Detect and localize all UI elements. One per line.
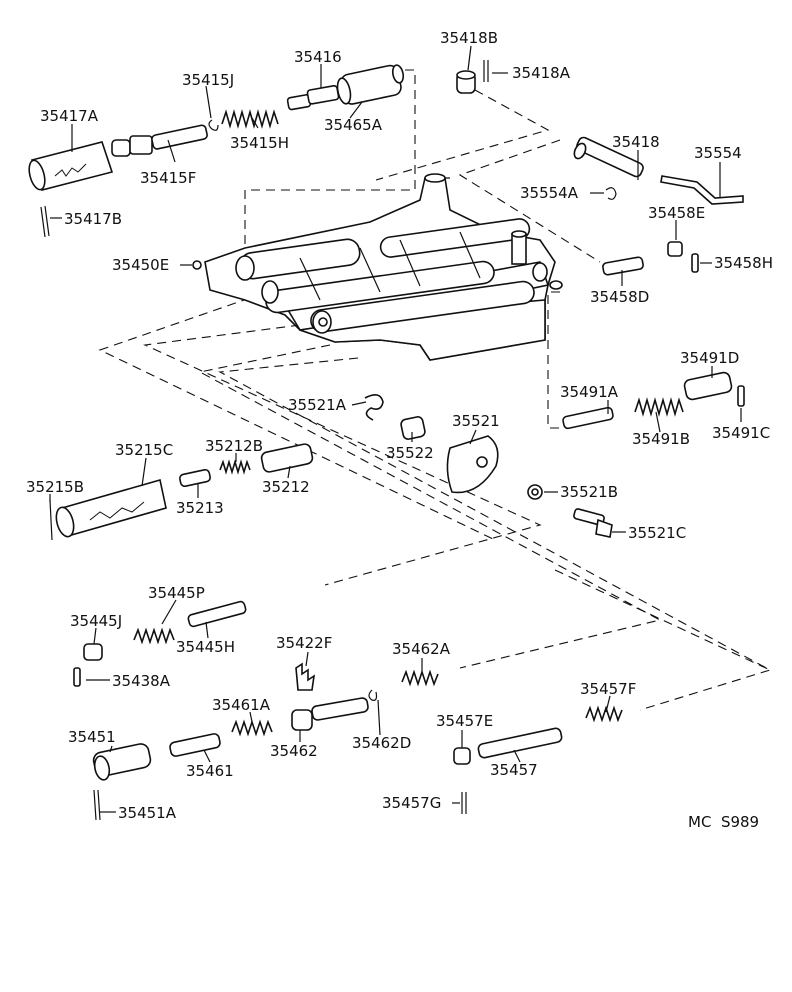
part-35212-valve (260, 443, 314, 473)
part-35461A-spring (231, 719, 273, 737)
label-35445P: 35445P (148, 584, 205, 602)
label-35415J: 35415J (182, 71, 234, 89)
label-35422F: 35422F (276, 634, 332, 652)
label-35415H: 35415H (230, 134, 289, 152)
part-35415F-valve (111, 124, 208, 157)
part-35521-plate (446, 435, 499, 494)
part-35457F-spring (585, 705, 623, 723)
part-35465A-plunger (336, 64, 405, 105)
label-35461: 35461 (186, 762, 234, 780)
label-35521B: 35521B (560, 483, 618, 501)
part-35458D-valve (602, 256, 644, 276)
part-35418B-plug (456, 70, 476, 94)
label-35418B: 35418B (440, 29, 498, 47)
part-35521B-washer (527, 484, 543, 500)
label-35491B: 35491B (632, 430, 690, 448)
label-35450E: 35450E (112, 256, 169, 274)
label-35415F: 35415F (140, 169, 196, 187)
part-35445H-valve (187, 600, 247, 628)
label-35521C: 35521C (628, 524, 686, 542)
leader-lines (49, 45, 742, 813)
part-35522-plug (400, 416, 426, 440)
part-35445J-plug (83, 643, 103, 661)
valve-body (204, 173, 563, 361)
part-35491C-pin (737, 385, 745, 407)
part-35215C-sleeve (55, 478, 167, 538)
part-35491B-spring (634, 397, 684, 417)
part-35462-valve (311, 697, 369, 721)
part-35417B-pin (40, 205, 50, 238)
label-35418: 35418 (612, 133, 660, 151)
label-35416: 35416 (294, 48, 342, 66)
part-35445P-spring (133, 627, 175, 645)
part-35417A-sleeve (28, 141, 114, 191)
label-35458E: 35458E (648, 204, 705, 222)
label-35465A: 35465A (324, 116, 383, 134)
part-35461-valve (169, 733, 221, 757)
label-35554: 35554 (694, 144, 742, 162)
label-35438A: 35438A (112, 672, 171, 690)
label-35458D: 35458D (590, 288, 649, 306)
part-35462-plug (291, 709, 313, 731)
label-35418A: 35418A (512, 64, 571, 82)
label-35445J: 35445J (70, 612, 122, 630)
part-35418A-pin (483, 60, 489, 82)
label-35462D: 35462D (352, 734, 411, 752)
dashed-reference-lines (98, 69, 772, 711)
label-35212B: 35212B (205, 437, 263, 455)
part-35451A-pin (93, 789, 101, 821)
label-35417A: 35417A (40, 107, 99, 125)
label-35462A: 35462A (392, 640, 451, 658)
label-35451: 35451 (68, 728, 116, 746)
part-35491D-plunger (683, 371, 733, 401)
label-35212: 35212 (262, 478, 310, 496)
label-35457E: 35457E (436, 712, 493, 730)
label-35462: 35462 (270, 742, 318, 760)
part-35438A-pin (73, 667, 81, 687)
part-35415H-spring (221, 109, 279, 129)
part-35215B-pin (49, 499, 53, 541)
part-labels: 35417A 35417B 35415J 35415F 35415H 35416… (26, 29, 773, 831)
label-35461A: 35461A (212, 696, 271, 714)
label-35521: 35521 (452, 412, 500, 430)
label-35417B: 35417B (64, 210, 122, 228)
part-35212B-spring (219, 459, 251, 475)
label-35215B: 35215B (26, 478, 84, 496)
label-35457F: 35457F (580, 680, 636, 698)
label-35491C: 35491C (712, 424, 770, 442)
part-35521C-bolt (573, 508, 613, 538)
label-35491D: 35491D (680, 349, 739, 367)
label-35521A: 35521A (288, 396, 347, 414)
part-35451-plunger (92, 743, 152, 781)
part-35491A-valve (562, 406, 614, 430)
part-35457E-plug (453, 747, 471, 765)
part-35458E-plug (667, 241, 683, 257)
part-35462D-clip (368, 689, 378, 701)
part-35415J-clip (208, 119, 219, 131)
label-35457G: 35457G (382, 794, 441, 812)
part-35450E-ball (192, 260, 202, 270)
label-35458H: 35458H (714, 254, 773, 272)
part-35462A-spring (401, 669, 439, 687)
part-35554A-clip (605, 187, 617, 200)
part-35418-valve (573, 136, 644, 178)
part-35458H-pin (691, 253, 699, 273)
label-35213: 35213 (176, 499, 224, 517)
label-35491A: 35491A (560, 383, 619, 401)
part-35457-valve (477, 727, 563, 759)
label-35445H: 35445H (176, 638, 235, 656)
label-35554A: 35554A (520, 184, 579, 202)
part-35554-rod (660, 175, 744, 205)
part-35457G-pin (461, 792, 467, 814)
part-35422F-plate (295, 662, 316, 691)
label-35457: 35457 (490, 761, 538, 779)
part-35213-rod (179, 468, 211, 488)
part-35416-valve (286, 85, 340, 111)
label-35215C: 35215C (115, 441, 173, 459)
footer-code: MC S989 (688, 813, 759, 831)
label-35451A: 35451A (118, 804, 177, 822)
label-35522: 35522 (386, 444, 434, 462)
part-35521A-spring (364, 394, 384, 421)
